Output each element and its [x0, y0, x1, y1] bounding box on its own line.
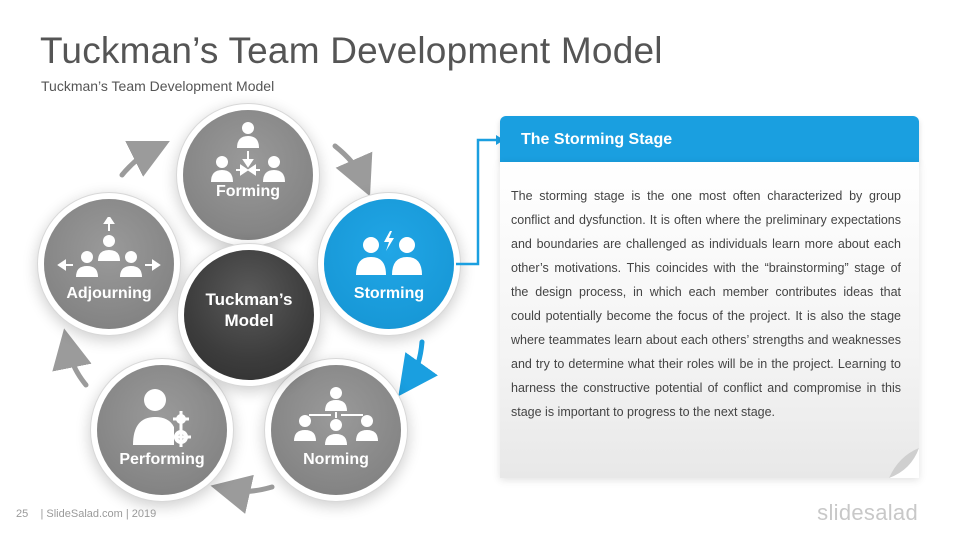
stage-label-storming: Storming	[353, 285, 425, 302]
person-gears-icon	[133, 389, 191, 447]
stage-norming[interactable]: Norming	[271, 365, 401, 495]
people-converge-icon	[211, 122, 285, 182]
tuckman-cycle-diagram: Forming Storming Nor	[44, 110, 454, 514]
panel-connector	[456, 135, 504, 266]
hierarchy-people-icon	[294, 387, 378, 445]
page-curl-decoration	[889, 448, 919, 478]
page-number: 25	[16, 508, 29, 520]
slide-title: Tuckman’s Team Development Model	[40, 30, 663, 71]
footer-text: | SlideSalad.com | 2019	[40, 508, 157, 520]
stage-label-adjourning: Adjourning	[66, 285, 152, 302]
people-disperse-icon	[57, 217, 161, 277]
center-label-line1: Tuckman’s	[205, 290, 293, 309]
slide-footer: 25 | SlideSalad.com | 2019	[16, 508, 156, 520]
stage-label-forming: Forming	[216, 183, 280, 200]
stage-adjourning[interactable]: Adjourning	[44, 199, 174, 329]
arrow-forming-to-storming	[332, 143, 373, 197]
panel-description: The storming stage is the one most often…	[511, 189, 901, 419]
stage-forming[interactable]: Forming	[183, 110, 313, 240]
arrow-storming-to-norming	[398, 339, 438, 397]
stage-performing[interactable]: Performing	[97, 365, 227, 495]
conflict-people-icon	[356, 231, 422, 275]
brand-logo: slidesalad	[817, 500, 918, 525]
cycle-arrows	[52, 141, 438, 514]
center-label-line2: Model	[224, 311, 274, 330]
arrow-norming-to-performing	[210, 474, 275, 514]
arrow-performing-to-adjourning	[52, 328, 92, 388]
stage-storming[interactable]: Storming	[324, 199, 454, 329]
slide-subtitle: Tuckman’s Team Development Model	[41, 78, 275, 94]
center-model-circle: Tuckman’s Model	[184, 250, 314, 380]
panel-heading: The Storming Stage	[521, 131, 673, 148]
stage-label-norming: Norming	[303, 451, 369, 468]
stage-label-performing: Performing	[119, 451, 205, 468]
panel-header: The Storming Stage	[500, 116, 919, 162]
panel-body: The storming stage is the one most often…	[500, 162, 919, 478]
arrow-adjourning-to-forming	[119, 141, 170, 178]
